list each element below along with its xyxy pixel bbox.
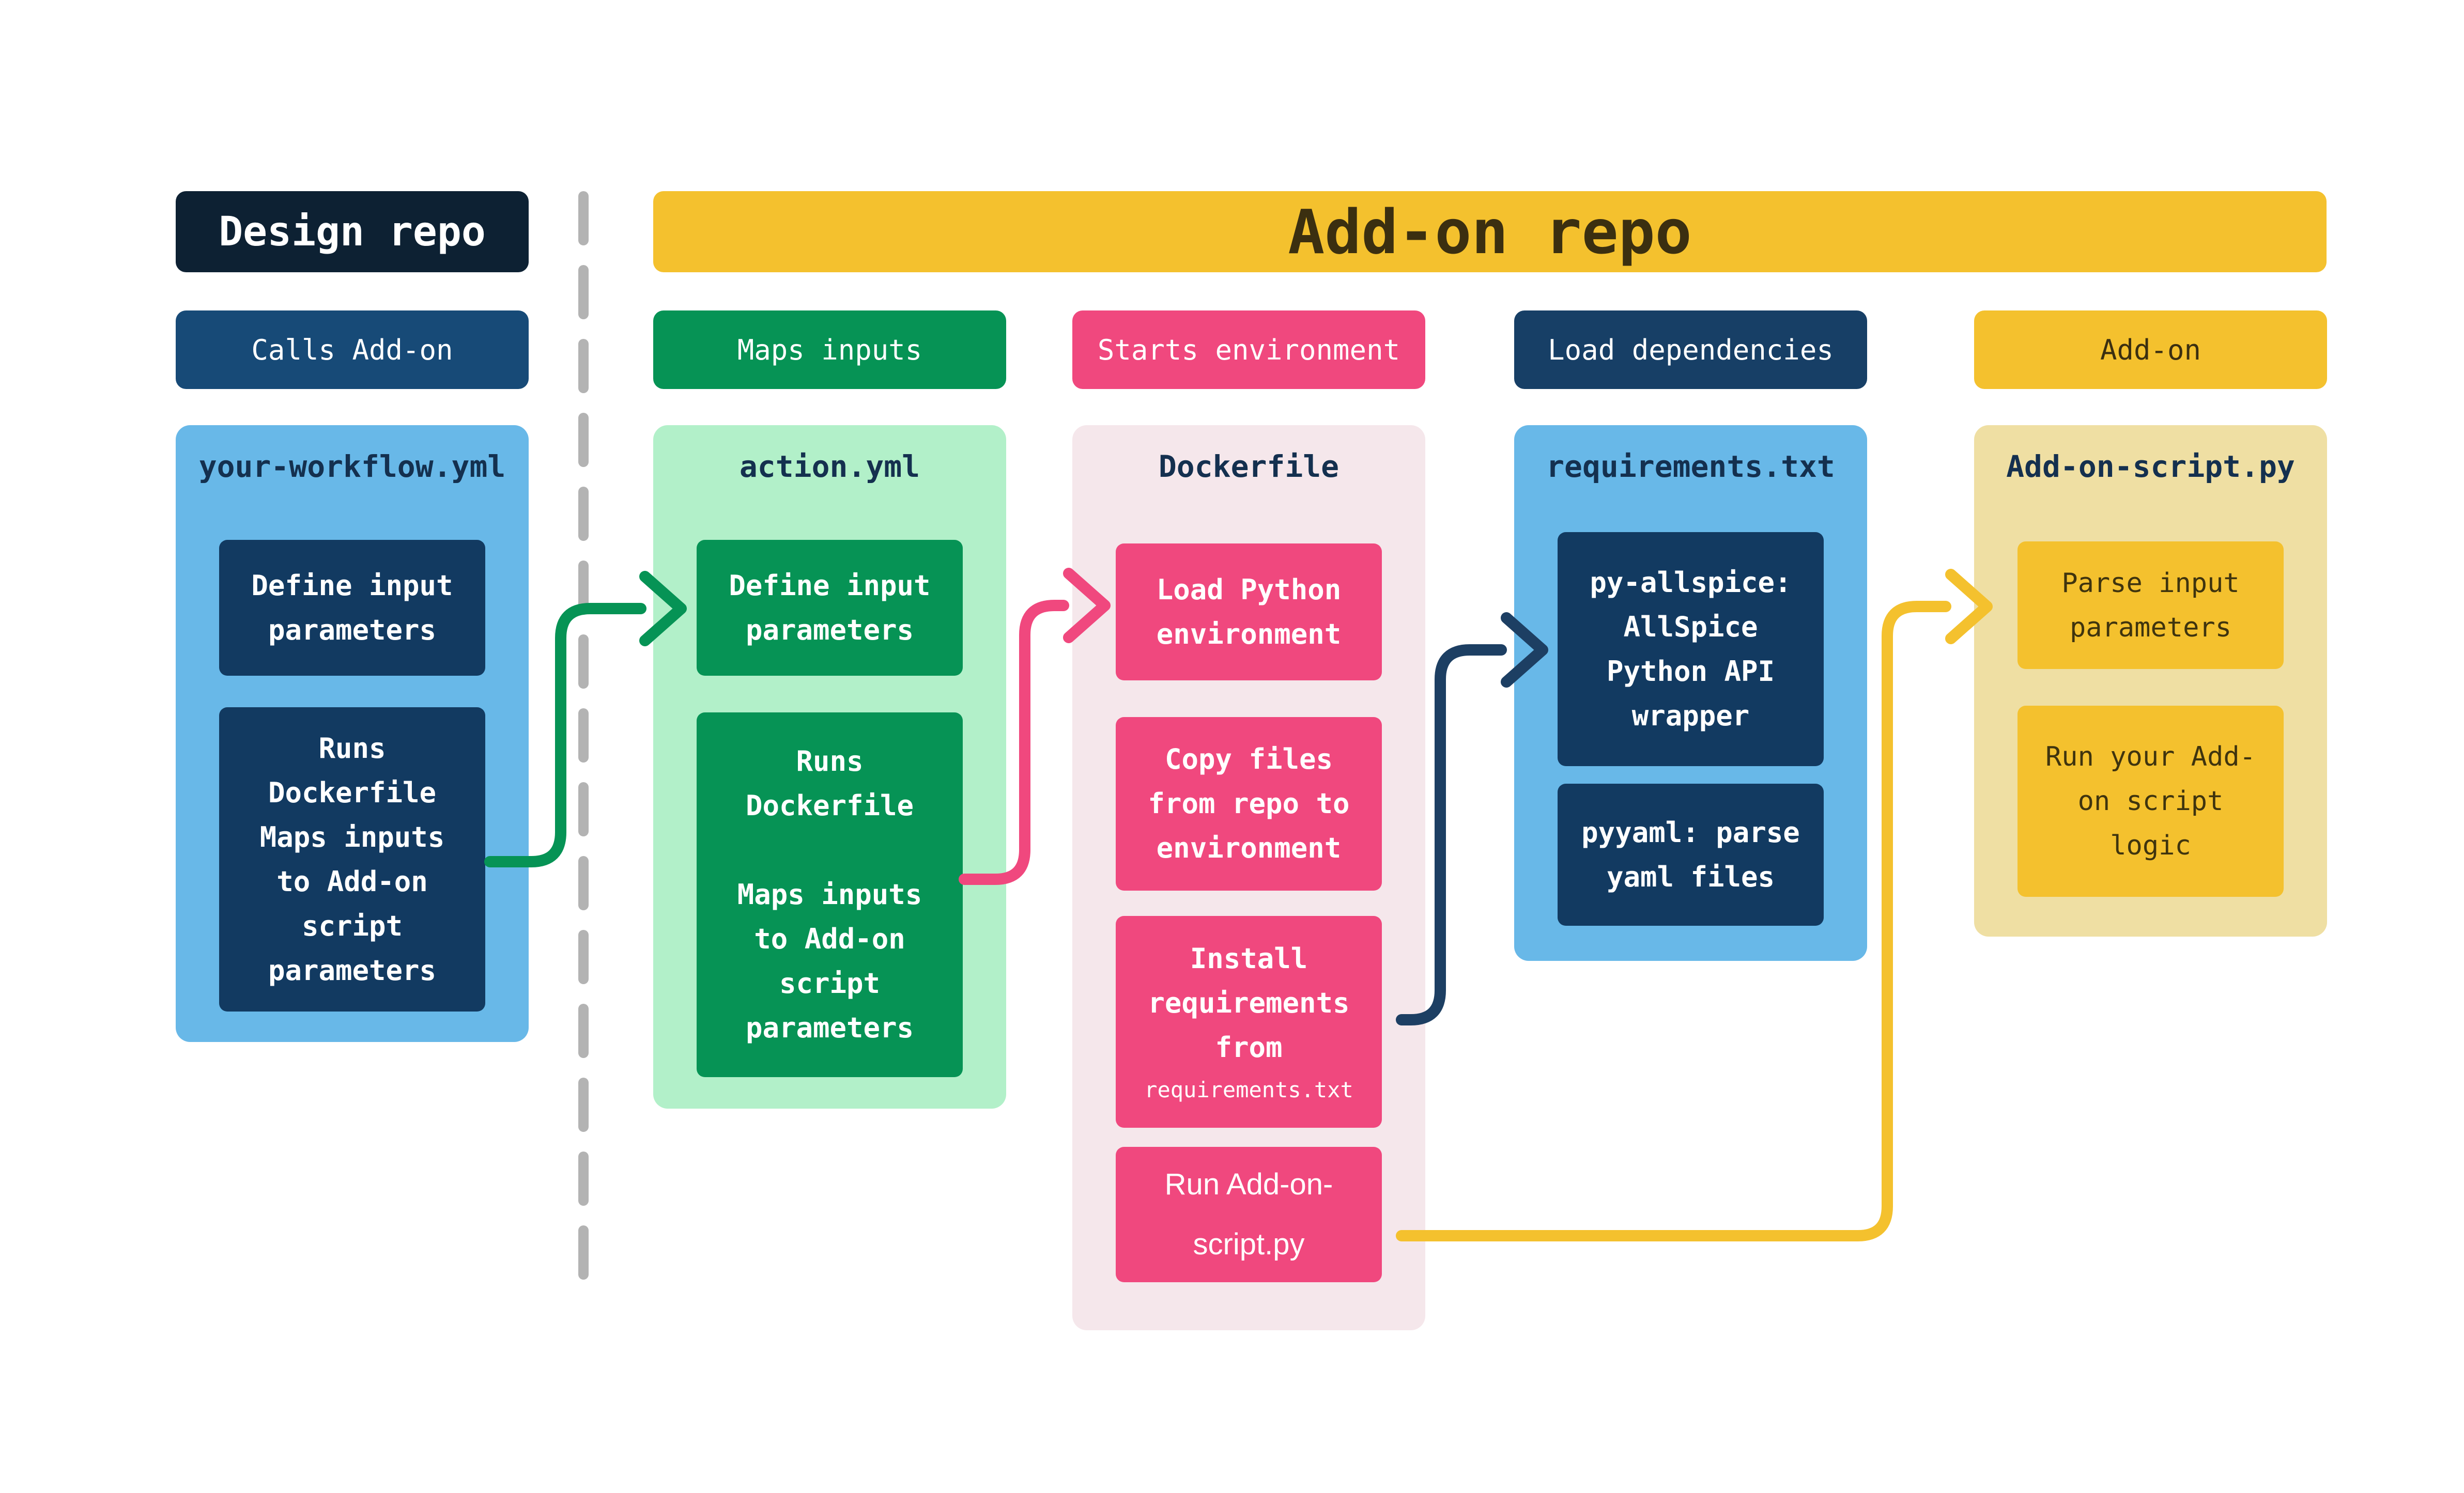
step-maps-inputs: Maps inputs bbox=[653, 310, 1006, 389]
box-define-input-parameters-workflow: Define input parameters bbox=[219, 540, 485, 676]
filename-addon-script: Add-on-script.py bbox=[2006, 449, 2295, 484]
box-define-input-parameters-action: Define input parameters bbox=[697, 540, 963, 676]
filename-your-workflow: your-workflow.yml bbox=[198, 449, 506, 484]
step-calls-addon: Calls Add-on bbox=[176, 310, 529, 389]
step-starts-environment: Starts environment bbox=[1072, 310, 1425, 389]
filename-requirements-txt: requirements.txt bbox=[1546, 449, 1835, 484]
box-runs-dockerfile-action: Runs Dockerfile Maps inputs to Add-on sc… bbox=[697, 712, 963, 1077]
box-load-python-environment: Load Python environment bbox=[1116, 543, 1382, 680]
box-install-requirements: Install requirements from requirements.t… bbox=[1116, 916, 1382, 1128]
card-your-workflow: your-workflow.yml Define input parameter… bbox=[176, 425, 529, 1042]
box-run-your-addon-logic: Run your Add- on script logic bbox=[2018, 706, 2284, 897]
box-copy-files: Copy files from repo to environment bbox=[1116, 717, 1382, 891]
filename-action-yml: action.yml bbox=[739, 449, 920, 484]
card-addon-script: Add-on-script.py Parse input parameters … bbox=[1974, 425, 2327, 937]
card-dockerfile: Dockerfile Load Python environment Copy … bbox=[1072, 425, 1425, 1330]
requirements-txt-small-label: requirements.txt bbox=[1144, 1077, 1353, 1102]
step-load-dependencies: Load dependencies bbox=[1514, 310, 1867, 389]
box-parse-input-parameters: Parse input parameters bbox=[2018, 541, 2284, 669]
card-requirements-txt: requirements.txt py-allspice: AllSpice P… bbox=[1514, 425, 1867, 961]
addon-repo-title: Add-on repo bbox=[1288, 196, 1692, 268]
box-run-addon-script: Run Add-on- script.py bbox=[1116, 1147, 1382, 1282]
step-addon: Add-on bbox=[1974, 310, 2327, 389]
design-repo-header: Design repo bbox=[176, 191, 529, 272]
box-py-allspice: py-allspice: AllSpice Python API wrapper bbox=[1558, 532, 1824, 766]
addon-repo-header: Add-on repo bbox=[653, 191, 2327, 272]
card-action-yml: action.yml Define input parameters Runs … bbox=[653, 425, 1006, 1109]
box-pyyaml: pyyaml: parse yaml files bbox=[1558, 784, 1824, 926]
box-runs-dockerfile-workflow: Runs Dockerfile Maps inputs to Add-on sc… bbox=[219, 707, 485, 1012]
design-repo-title: Design repo bbox=[219, 208, 486, 255]
filename-dockerfile: Dockerfile bbox=[1158, 449, 1339, 484]
